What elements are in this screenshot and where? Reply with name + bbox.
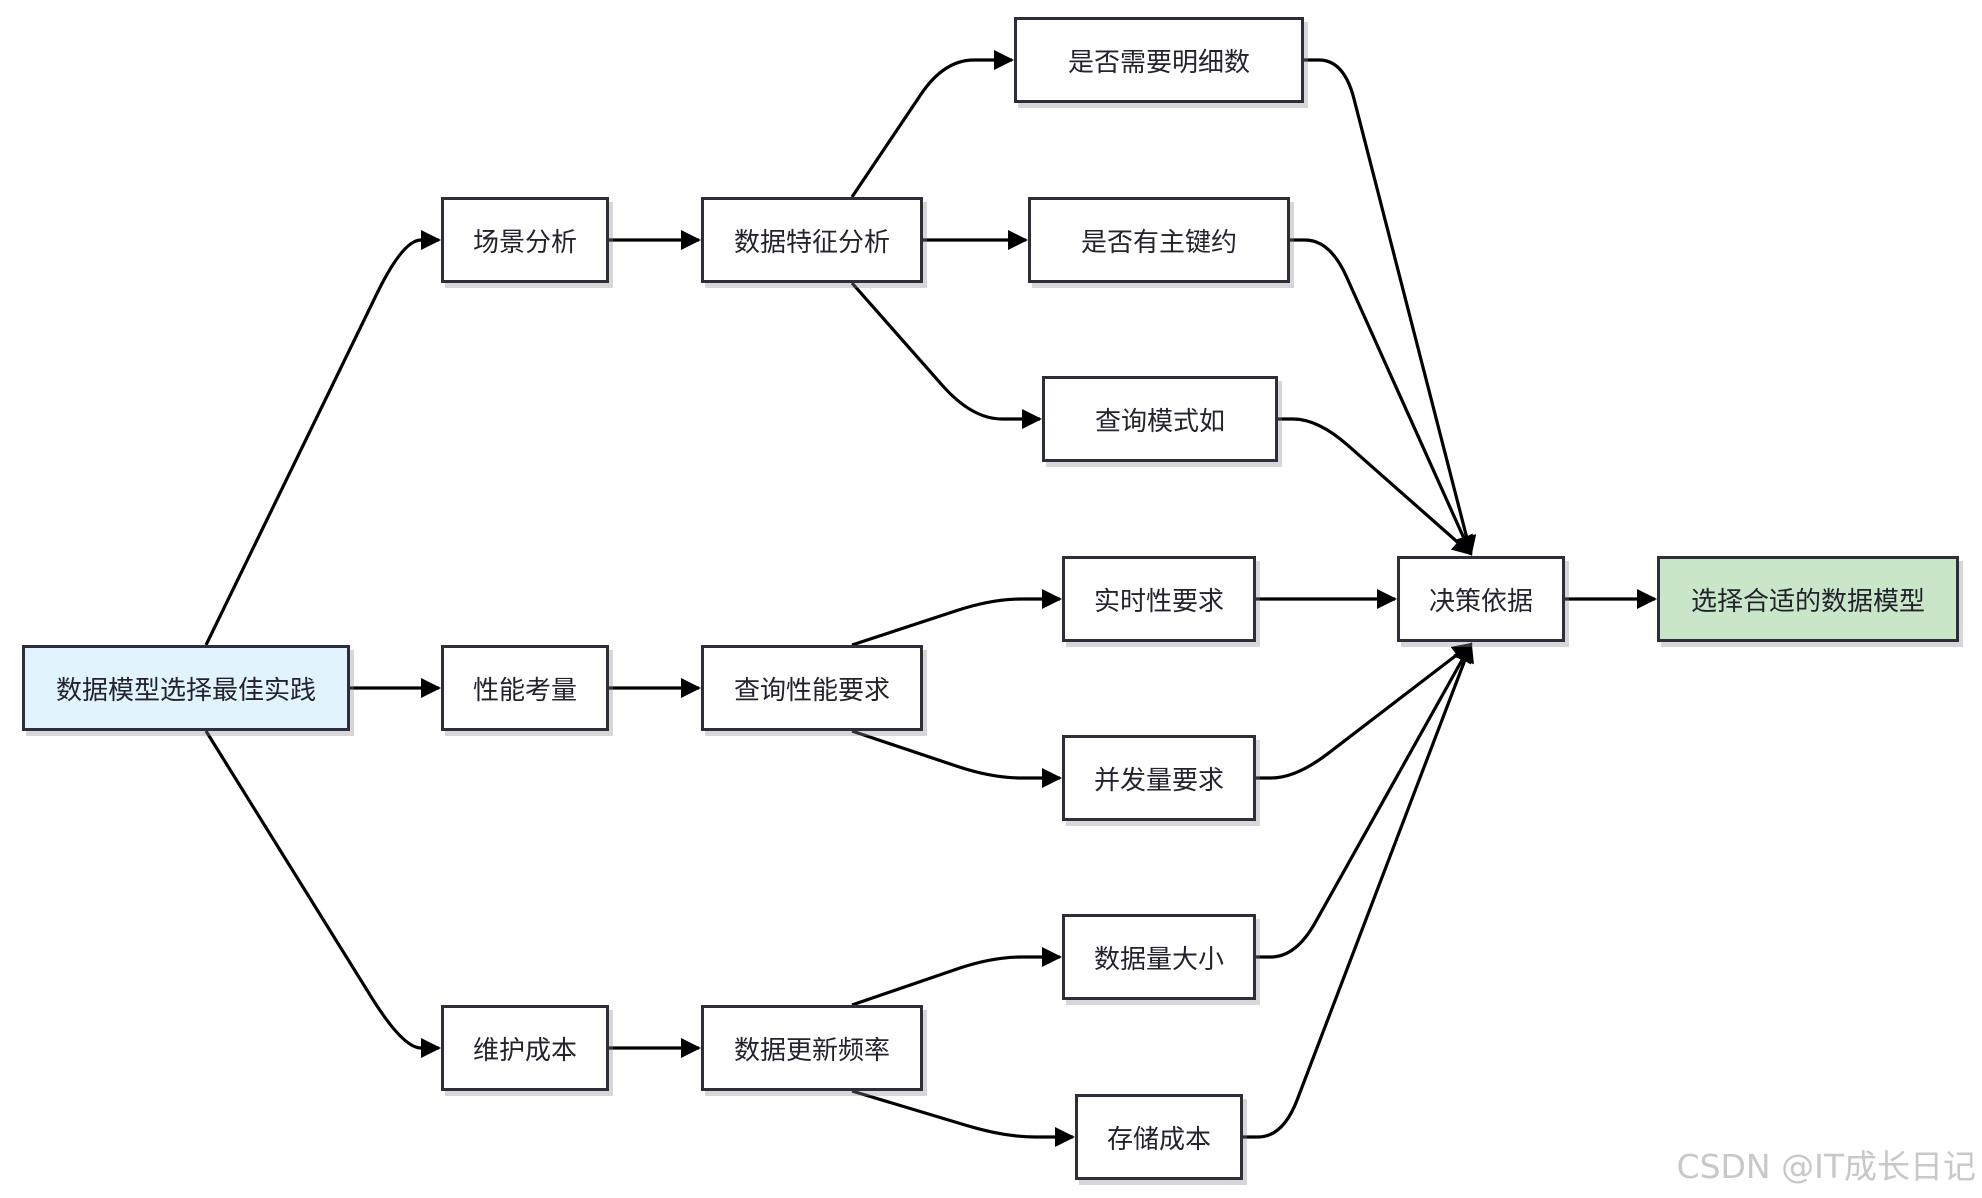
edge-update_frequency-to-storage_cost (851, 1089, 1075, 1147)
edge-concurrency-to-decision (1256, 642, 1473, 780)
node-query-pattern: 查询模式如 (1042, 376, 1278, 462)
node-data-volume: 数据量大小 (1062, 914, 1256, 1000)
edge-root-to-maintenance (204, 730, 441, 1058)
watermark: CSDN @IT成长日记 (1676, 1147, 1976, 1186)
node-has-primary-key: 是否有主键约 (1028, 197, 1290, 283)
edge-query_pattern-to-decision (1278, 417, 1473, 556)
edge-data_features-to-query_pattern (850, 281, 1042, 429)
node-update-frequency: 数据更新频率 (701, 1005, 923, 1091)
edge-data_features-to-need_detail (850, 50, 1014, 198)
node-root: 数据模型选择最佳实践 (22, 645, 350, 731)
edge-need_detail-to-decision (1304, 58, 1477, 556)
node-storage-cost: 存储成本 (1075, 1094, 1243, 1180)
edge-has_pk-to-decision (1290, 238, 1473, 556)
edge-query_performance-to-realtime (851, 589, 1062, 647)
node-concurrency: 并发量要求 (1062, 735, 1256, 821)
edge-data_volume-to-decision (1256, 642, 1473, 959)
edge-update_frequency-to-data_volume (851, 947, 1062, 1007)
edge-root-to-scenario (204, 230, 441, 646)
node-maintenance-cost: 维护成本 (441, 1005, 609, 1091)
edge-query_performance-to-concurrency (851, 729, 1062, 788)
node-realtime: 实时性要求 (1062, 556, 1256, 642)
node-need-detail: 是否需要明细数 (1014, 17, 1304, 103)
node-scenario-analysis: 场景分析 (441, 197, 609, 283)
node-query-performance: 查询性能要求 (701, 645, 923, 731)
edge-storage_cost-to-decision (1243, 642, 1474, 1139)
node-result: 选择合适的数据模型 (1657, 556, 1959, 642)
node-decision-basis: 决策依据 (1397, 556, 1565, 642)
node-data-features: 数据特征分析 (701, 197, 923, 283)
node-performance: 性能考量 (441, 645, 609, 731)
